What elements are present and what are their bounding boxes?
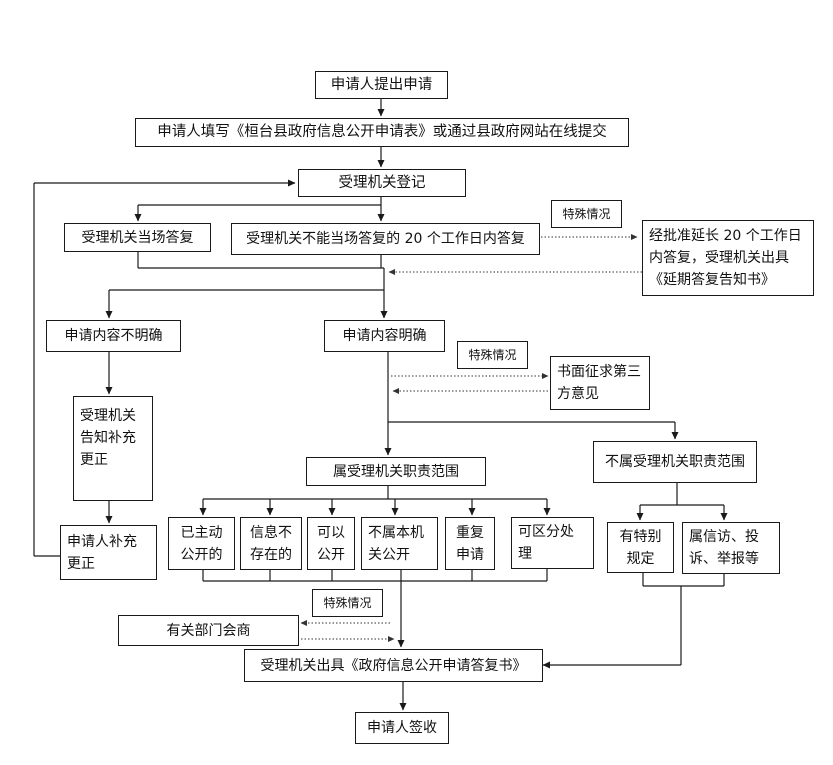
node-issue-reply: 受理机关出具《政府信息公开申请答复书》 <box>244 649 543 682</box>
node-register: 受理机关登记 <box>298 169 466 197</box>
node-consult: 有关部门会商 <box>118 615 299 646</box>
node-third-party: 书面征求第三方意见 <box>550 356 650 410</box>
node-sign: 申请人签收 <box>355 712 449 744</box>
node-can-public: 可以公开 <box>307 517 355 570</box>
node-apply: 申请人提出申请 <box>315 71 448 99</box>
node-reply-on-spot: 受理机关当场答复 <box>64 223 211 252</box>
node-petition: 属信访、投诉、举报等 <box>682 522 780 574</box>
node-already-public: 已主动公开的 <box>168 517 235 570</box>
node-partial: 可区分处理 <box>511 517 594 569</box>
node-not-public: 不属本机关公开 <box>361 517 438 570</box>
node-notify-supplement: 受理机关告知补充更正 <box>73 396 153 501</box>
node-fill-form: 申请人填写《桓台县政府信息公开申请表》或通过县政府网站在线提交 <box>135 118 629 147</box>
node-content-unclear: 申请内容不明确 <box>46 320 181 352</box>
node-applicant-supplement: 申请人补充更正 <box>60 525 157 580</box>
node-content-clear: 申请内容明确 <box>324 320 445 352</box>
node-special-1: 特殊情况 <box>551 200 622 228</box>
node-not-exist: 信息不存在的 <box>240 517 302 570</box>
node-special-3: 特殊情况 <box>312 589 383 617</box>
node-out-of-scope: 不属受理机关职责范围 <box>593 441 757 483</box>
node-duplicate: 重复申请 <box>445 517 495 570</box>
node-extend-20days: 经批准延长 20 个工作日内答复，受理机关出具《延期答复告知书》 <box>642 220 814 296</box>
node-reply-20days: 受理机关不能当场答复的 20 个工作日内答复 <box>231 223 540 255</box>
node-in-scope: 属受理机关职责范围 <box>306 457 486 486</box>
node-special-2: 特殊情况 <box>457 341 528 369</box>
node-special-rule: 有特别规定 <box>607 522 674 573</box>
